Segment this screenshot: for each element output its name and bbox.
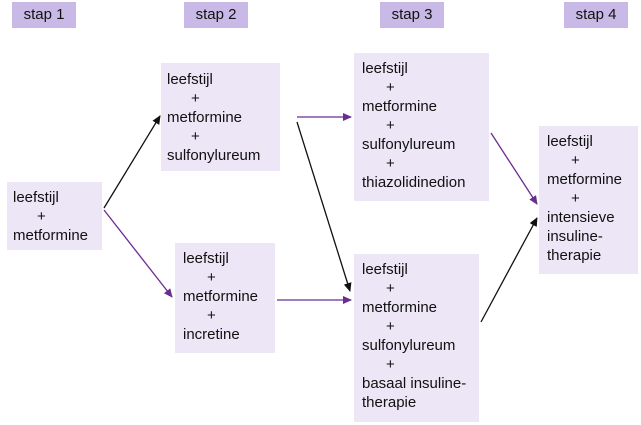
step-3-bottom-line: leefstijl (362, 261, 408, 278)
step-4-line: intensieve (547, 209, 615, 226)
step-3-top-line: + (386, 155, 395, 172)
step-4-line: insuline- (547, 228, 603, 245)
step-2-bottom-line: incretine (183, 326, 240, 343)
step-2-bottom-line: + (207, 307, 216, 324)
step-4-line: + (571, 152, 580, 169)
step-2-bottom-line: metformine (183, 288, 259, 305)
step-3-header: stap 3 (380, 2, 444, 28)
step-1-line: metformine (13, 227, 89, 244)
step-1-line: + (37, 208, 46, 225)
step-2-header: stap 2 (184, 2, 248, 28)
step-2-top-line: metformine (167, 109, 243, 126)
step-3-bottom-line: basaal insuline- (362, 375, 467, 392)
arrow-step3-bottom-to-step4 (480, 217, 538, 323)
step-2-bottom-line: leefstijl (183, 250, 229, 267)
arrow-step2-top-to-step3-bottom (296, 121, 352, 292)
step-2-bottom-box: leefstijl + metformine + incretine (175, 243, 275, 353)
step-2-top-line: + (191, 90, 200, 107)
step-4-header: stap 4 (564, 2, 628, 28)
step-3-bottom-line: metformine (362, 299, 438, 316)
step-3-bottom-line: sulfonylureum (362, 337, 456, 354)
step-3-top-line: + (386, 79, 395, 96)
step-3-bottom-line: therapie (362, 394, 417, 411)
step-3-top-line: metformine (362, 98, 438, 115)
step-1-header: stap 1 (12, 2, 76, 28)
step-3-bottom-line: + (386, 280, 395, 297)
step-2-top-line: leefstijl (167, 71, 213, 88)
step-2-top-line: sulfonylureum (167, 147, 261, 164)
step-3-top-line: + (386, 117, 395, 134)
step-2-top-box: leefstijl + metformine + sulfonylureum (161, 63, 280, 171)
step-1-box: leefstijl + metformine (7, 182, 102, 250)
arrow-step3-top-to-step4 (490, 132, 538, 205)
step-4-line: + (571, 190, 580, 207)
step-3-bottom-line: + (386, 318, 395, 335)
arrow-step1-to-step2-top (103, 115, 161, 209)
step-4-line: therapie (547, 247, 602, 264)
step-4-box: leefstijl + metformine + intensieve insu… (539, 126, 638, 274)
step-2-top-line: + (191, 128, 200, 145)
step-3-bottom-line: + (386, 356, 395, 373)
step-3-top-box: leefstijl + metformine + sulfonylureum +… (354, 53, 489, 201)
step-4-line: leefstijl (547, 133, 593, 150)
arrow-step1-to-step2-bottom (103, 209, 173, 298)
step-1-line: leefstijl (13, 189, 59, 206)
step-2-bottom-line: + (207, 269, 216, 286)
step-3-top-line: leefstijl (362, 60, 408, 77)
step-3-top-line: sulfonylureum (362, 136, 456, 153)
step-3-bottom-box: leefstijl + metformine + sulfonylureum +… (354, 254, 479, 422)
step-3-top-line: thiazolidinedion (362, 174, 466, 191)
step-4-line: metformine (547, 171, 623, 188)
